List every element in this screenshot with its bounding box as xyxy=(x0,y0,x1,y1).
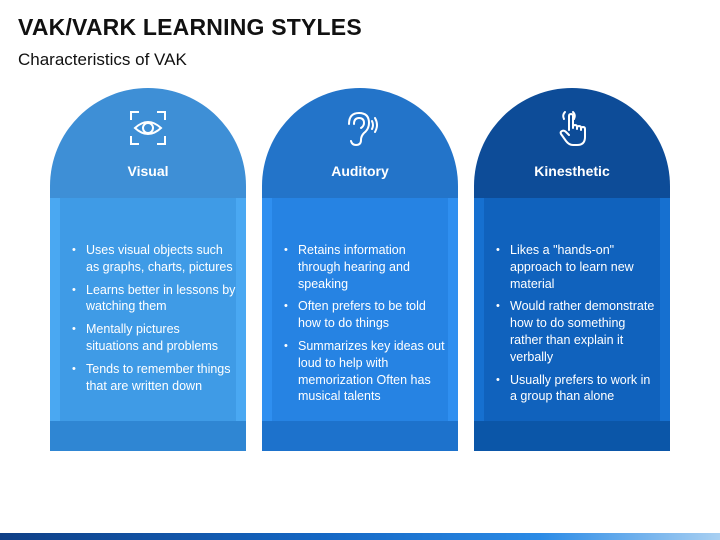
card-kinesthetic: Kinesthetic Likes a "hands-on" approach … xyxy=(474,88,670,451)
card-auditory-label: Auditory xyxy=(331,163,389,179)
list-item: Likes a "hands-on" approach to learn new… xyxy=(496,242,660,292)
hand-pointer-icon xyxy=(474,106,670,150)
list-item: Would rather demonstrate how to do somet… xyxy=(496,298,660,365)
list-item: Learns better in lessons by watching the… xyxy=(72,282,236,316)
page-subtitle: Characteristics of VAK xyxy=(18,50,187,69)
eye-icon xyxy=(50,106,246,150)
bottom-accent-bar xyxy=(0,533,720,540)
list-item: Usually prefers to work in a group than … xyxy=(496,372,660,406)
list-item: Mentally pictures situations and problem… xyxy=(72,321,236,355)
card-visual-body: Uses visual objects such as graphs, char… xyxy=(50,198,246,451)
list-item: Retains information through hearing and … xyxy=(284,242,448,292)
card-visual: Visual Uses visual objects such as graph… xyxy=(50,88,246,451)
card-visual-label: Visual xyxy=(127,163,169,179)
list-item: Tends to remember things that are writte… xyxy=(72,361,236,395)
card-auditory-bullets: Retains information through hearing and … xyxy=(262,242,458,411)
list-item: Uses visual objects such as graphs, char… xyxy=(72,242,236,276)
card-auditory-body: Retains information through hearing and … xyxy=(262,198,458,451)
ear-icon xyxy=(262,106,458,150)
card-kinesthetic-bullets: Likes a "hands-on" approach to learn new… xyxy=(474,242,670,411)
card-kinesthetic-body: Likes a "hands-on" approach to learn new… xyxy=(474,198,670,451)
list-item: Summarizes key ideas out loud to help wi… xyxy=(284,338,448,405)
card-kinesthetic-label: Kinesthetic xyxy=(534,163,610,179)
card-visual-bullets: Uses visual objects such as graphs, char… xyxy=(50,242,246,400)
page-title: VAK/VARK LEARNING STYLES xyxy=(18,14,362,40)
list-item: Often prefers to be told how to do thing… xyxy=(284,298,448,332)
card-auditory: Auditory Retains information through hea… xyxy=(262,88,458,451)
